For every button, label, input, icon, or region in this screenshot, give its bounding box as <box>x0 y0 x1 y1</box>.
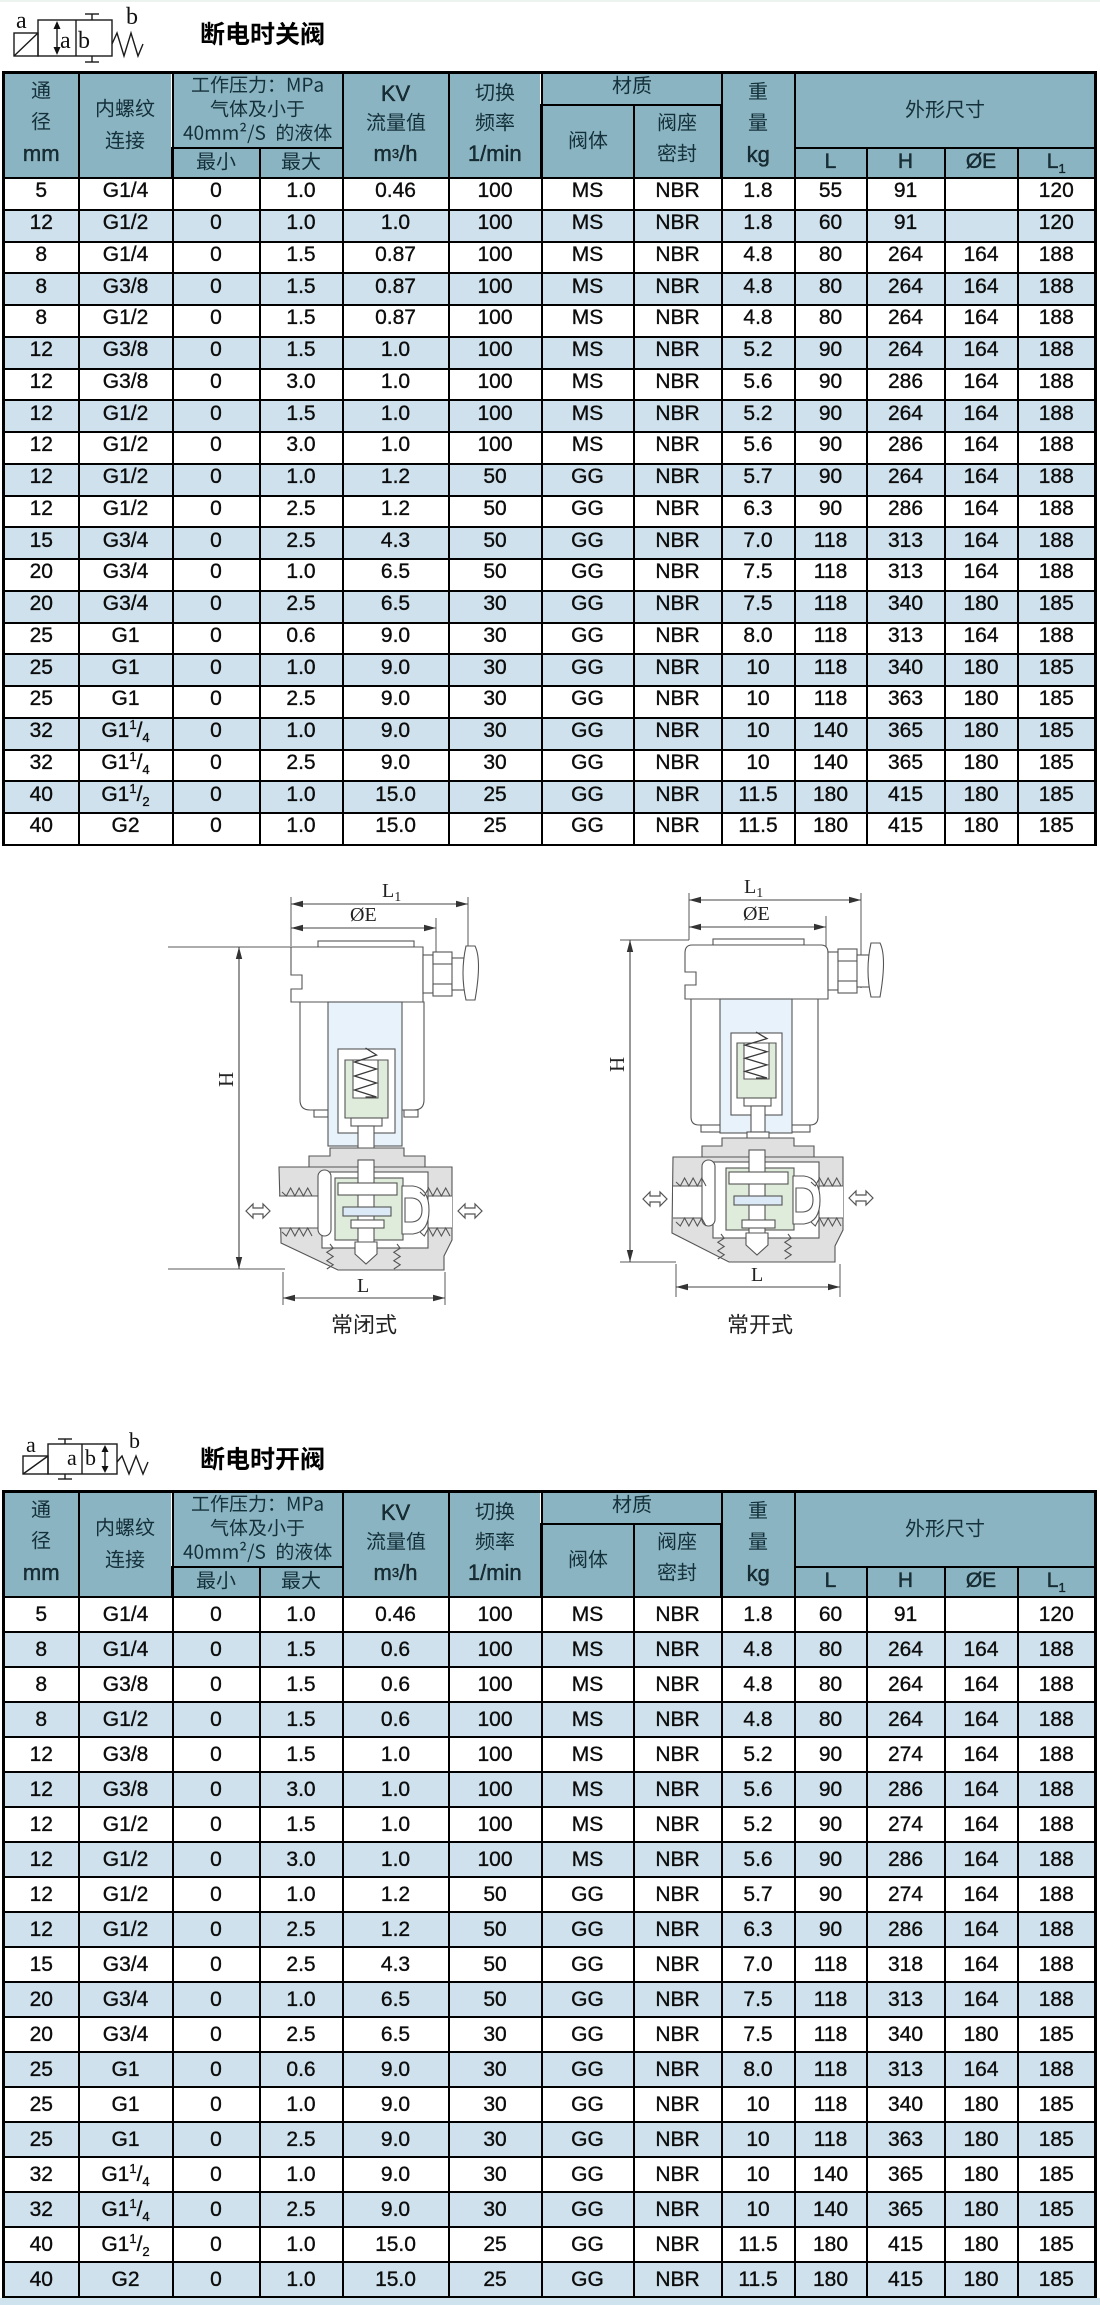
svg-text:L1: L1 <box>744 876 763 901</box>
svg-text:a: a <box>67 1445 77 1470</box>
svg-text:L1: L1 <box>382 880 401 905</box>
svg-text:L: L <box>751 1264 763 1286</box>
svg-text:a: a <box>60 28 71 54</box>
svg-text:b: b <box>129 1432 140 1453</box>
svg-text:b: b <box>85 1445 96 1470</box>
svg-text:ØE: ØE <box>350 904 377 926</box>
svg-text:H: H <box>214 1072 238 1087</box>
svg-text:b: b <box>78 28 90 54</box>
svg-text:a: a <box>16 8 27 34</box>
svg-text:L: L <box>357 1275 369 1297</box>
svg-text:ØE: ØE <box>743 903 770 925</box>
svg-text:a: a <box>26 1432 36 1457</box>
svg-text:H: H <box>605 1057 629 1072</box>
svg-text:b: b <box>126 4 138 30</box>
